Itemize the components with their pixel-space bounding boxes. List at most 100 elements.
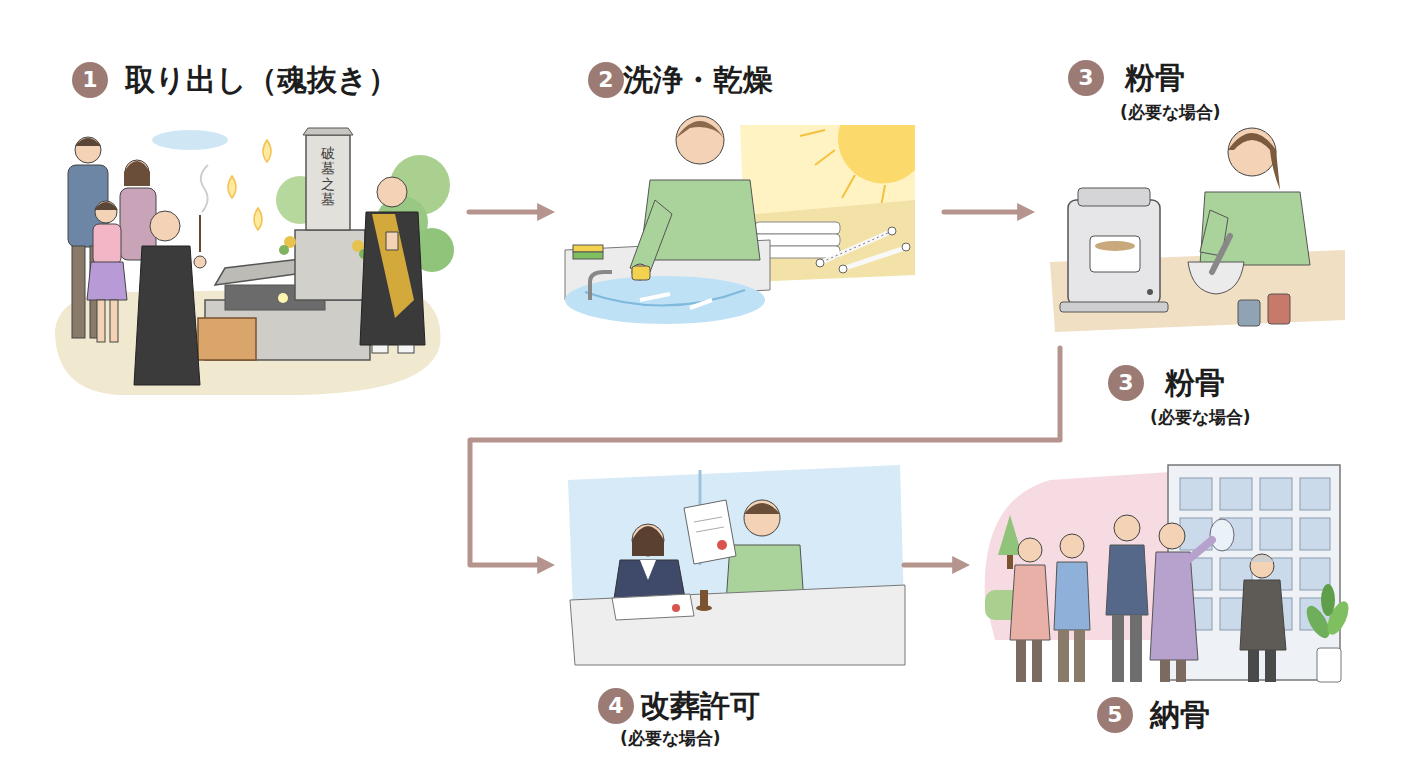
grave-scene-part: [93, 224, 121, 264]
washing-scene: [565, 116, 915, 324]
office-scene-part: [672, 604, 680, 612]
columbarium-scene: [985, 465, 1353, 682]
grave-scene-part: [87, 262, 127, 300]
office-scene-part: [744, 503, 780, 514]
columbarium-scene-part: [1176, 660, 1186, 682]
grave-scene-part: [306, 135, 350, 230]
washing-scene-part: [815, 150, 835, 165]
grave-scene-part: [110, 300, 118, 342]
grave-scene-part: [199, 215, 201, 252]
step-note: (必要な場合): [1150, 405, 1251, 429]
washing-scene-part: [640, 294, 670, 300]
grave-scene-part: [97, 300, 105, 342]
grave-scene-part: [75, 138, 101, 146]
grinding-scene-part: [1078, 188, 1150, 206]
columbarium-scene-part: [1060, 534, 1084, 558]
office-scene-part: [640, 560, 656, 580]
washing-scene-part: [816, 259, 824, 267]
step-title: 取り出し（魂抜き）: [125, 60, 398, 100]
step-title: 納骨: [1150, 695, 1210, 735]
step-panel: 4改葬許可(必要な場合): [560, 455, 890, 755]
grinding-scene-part: [1228, 133, 1280, 190]
grave-scene-part: [295, 230, 365, 300]
columbarium-scene-part-part: [1180, 478, 1212, 510]
grave-scene-part: [279, 245, 289, 255]
columbarium-scene-part: [1106, 545, 1148, 615]
grave-scene-part: [254, 208, 262, 230]
office-scene-part: [632, 526, 664, 556]
grave-scene-part: [75, 137, 101, 163]
grave-scene-part: [152, 130, 228, 150]
flow-arrow: [470, 348, 1060, 565]
columbarium-scene-part: [1317, 648, 1341, 682]
washing-scene-part: [573, 245, 603, 252]
columbarium-scene-part: [1054, 562, 1090, 630]
grave-scene-part: [372, 345, 388, 353]
grinding-scene-part: [1147, 289, 1153, 295]
columbarium-scene-part: [1240, 580, 1286, 650]
step-title: 粉骨: [1165, 363, 1225, 403]
columbarium-scene-part: [1112, 615, 1124, 682]
columbarium-scene-part-part: [1300, 518, 1330, 550]
grave-scene: [55, 128, 454, 395]
grave-scene-part: [72, 246, 85, 338]
washing-scene-part: [676, 116, 724, 164]
grave-scene-part: [263, 140, 271, 162]
columbarium-scene-part: [1130, 615, 1142, 682]
office-scene-part: [632, 524, 664, 556]
grave-scene-part: [278, 293, 288, 303]
grave-scene-part: [150, 211, 180, 241]
office-scene-part: [570, 585, 905, 665]
step-panel: 3粉骨(必要な場合): [1040, 55, 1350, 340]
step-note: (必要な場合): [1120, 100, 1221, 124]
columbarium-scene-part: [1250, 555, 1274, 562]
columbarium-scene-part: [1188, 540, 1212, 560]
washing-scene-part: [740, 125, 915, 250]
columbarium-scene-part: [1159, 523, 1185, 549]
grave-scene-part: [303, 128, 353, 135]
grave-scene-part: [386, 232, 398, 250]
grave-scene-part: [377, 177, 407, 207]
grinding-scene-part: [1090, 236, 1140, 272]
office-scene-part: [694, 517, 722, 522]
columbarium-scene-part: [1016, 640, 1026, 682]
washing-scene-part: [676, 121, 724, 138]
grinding-scene-part: [1095, 241, 1135, 251]
grave-scene-part: [201, 165, 208, 212]
office-scene: [568, 465, 905, 665]
columbarium-scene-part: [1210, 519, 1234, 551]
step-title: 粉骨: [1125, 58, 1185, 98]
columbarium-scene-part: [1248, 650, 1259, 682]
columbarium-scene-part: [1058, 630, 1069, 682]
step-number: 1: [72, 62, 108, 98]
step-title: 改葬許可: [640, 686, 760, 726]
columbarium-scene-part: [1018, 538, 1042, 562]
office-scene-part: [700, 590, 708, 606]
columbarium-scene-part-part: [1260, 478, 1292, 510]
grinding-scene-part: [1238, 300, 1260, 326]
columbarium-scene-part-part: [1220, 478, 1252, 510]
flow-arrow: [469, 210, 548, 215]
grinding-scene: [1050, 128, 1345, 332]
columbarium-scene-part: [1007, 555, 1013, 569]
grave-scene-part: [228, 176, 236, 198]
columbarium-scene-part-part: [1300, 478, 1330, 510]
office-scene-part: [717, 540, 727, 550]
columbarium-scene-part: [1160, 660, 1170, 682]
columbarium-scene-part-part: [1260, 518, 1292, 550]
grave-scene-part: [372, 214, 414, 318]
columbarium-scene-part: [1250, 554, 1274, 578]
office-scene-part: [744, 500, 780, 536]
grinding-scene-part: [1268, 294, 1290, 324]
washing-scene-part: [902, 243, 910, 251]
office-scene-part: [684, 500, 736, 564]
columbarium-scene-part: [1032, 640, 1042, 682]
columbarium-scene-part: [1114, 515, 1140, 541]
columbarium-scene-part: [1265, 650, 1276, 682]
washing-scene-part: [755, 222, 840, 234]
office-scene-part: [612, 594, 694, 620]
grinding-scene-part: [1068, 200, 1160, 305]
grave-scene-part: [124, 161, 150, 186]
step-note: (必要な場合): [620, 726, 721, 750]
washing-scene-part: [839, 265, 847, 273]
